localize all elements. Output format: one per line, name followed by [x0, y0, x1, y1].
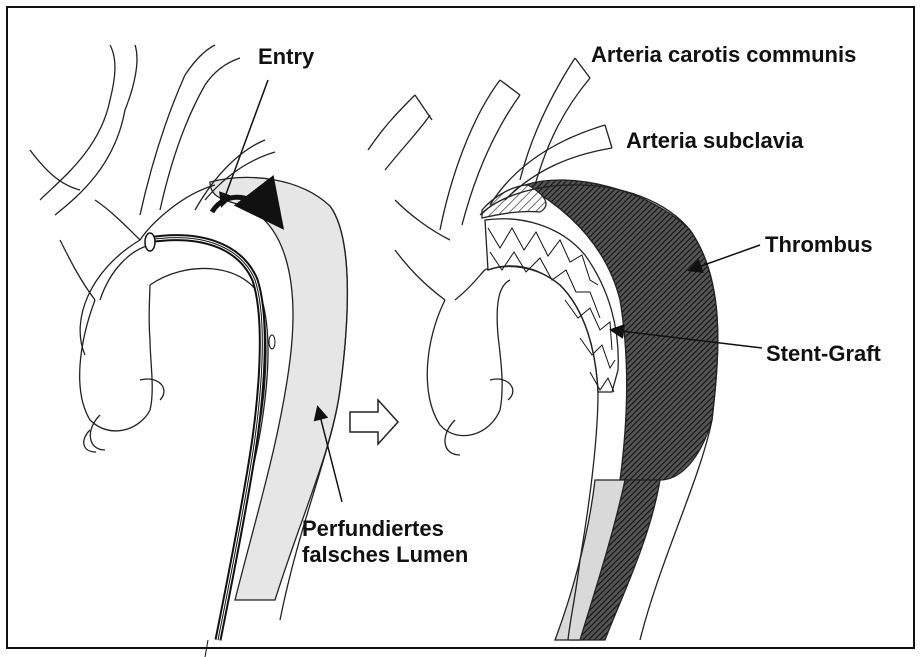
left-aorta: [30, 45, 347, 657]
transition-arrow: [350, 400, 398, 444]
label-entry: Entry: [258, 44, 314, 70]
label-stent-graft: Stent-Graft: [766, 341, 881, 367]
label-carotis: Arteria carotis communis: [591, 42, 856, 68]
label-false-lumen-line1: Perfundiertes: [302, 516, 444, 542]
label-false-lumen-line2: falsches Lumen: [302, 542, 468, 568]
thrombus-region: [525, 180, 718, 480]
label-thrombus: Thrombus: [765, 232, 873, 258]
label-subclavia: Arteria subclavia: [626, 128, 803, 154]
